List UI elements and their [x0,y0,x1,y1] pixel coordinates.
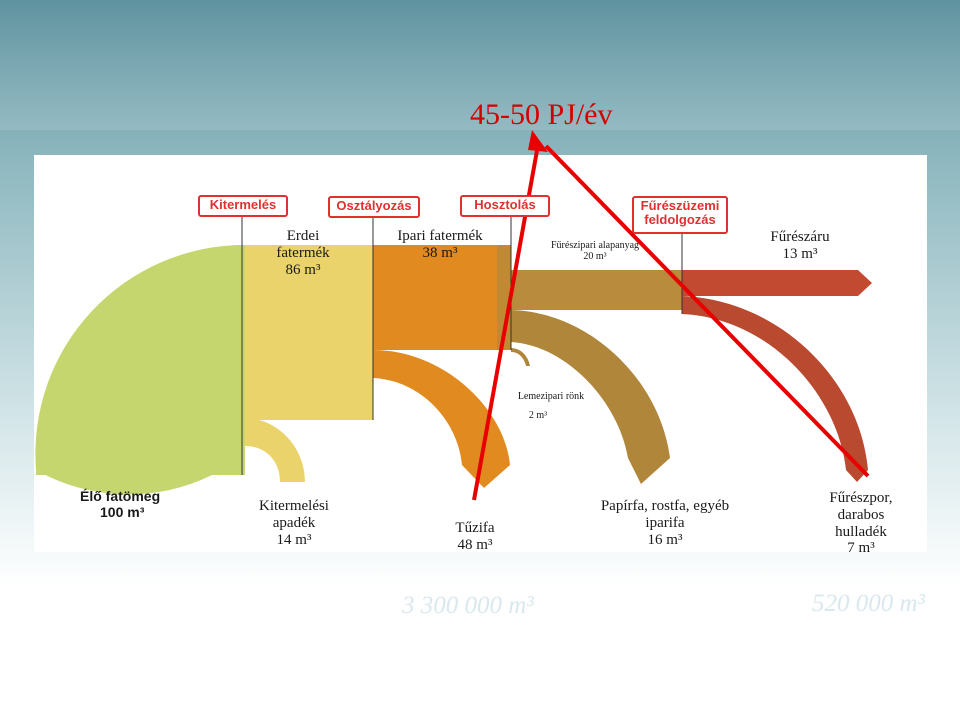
label-lemezipari-ronk-value: 2 m³ [528,410,548,421]
label-fureszpor: Fűrészpor, darabos hulladék 7 m³ [812,490,910,557]
stage-kitermeles: Kitermelés [198,195,288,217]
label-fureszipari-alapanyag-value: 20 m³ [583,251,607,263]
annotation-arrowhead [528,130,548,152]
total-left: 3 300 000 m³ [402,592,534,619]
label-fureszaru-value: 13 m³ [782,245,818,262]
flow-fureszipari-alapanyag [497,270,682,310]
annotation-line-fureszpor [544,144,870,478]
label-ipari-fatermek: Ipari fatermék 38 m³ [385,228,495,262]
label-papirfa-name: Papírfa, rostfa, egyéb iparifa [600,498,730,531]
label-fureszaru-name: Fűrészáru [770,229,830,245]
label-fureszipari-alapanyag-name: Fűrészipari alapanyag [550,240,640,251]
label-elo-fatomeg: Élő fatömeg 100 m³ [80,488,180,520]
label-fureszipari-alapanyag: Fűrészipari alapanyag 20 m³ [540,240,650,262]
label-tuzifa: Tűzifa 48 m³ [440,520,510,554]
stage-hosztolas: Hosztolás [460,195,550,217]
label-fureszpor-name: Fűrészpor, darabos hulladék [829,490,893,540]
label-lemezipari-ronk-name: Lemezipari rönk [517,391,585,402]
label-tuzifa-name: Tűzifa [455,520,495,536]
label-tuzifa-value: 48 m³ [457,536,493,553]
label-elo-fatomeg-value: 100 m³ [100,503,145,520]
label-erdei-fatermek-name: Erdei fatermék [276,228,330,261]
total-right: 520 000 m³ [812,590,926,617]
flow-lemezipari-ronk-arc [511,348,530,366]
flow-papirfa-arc [511,310,670,484]
flow-erdei-fatermek [245,245,373,420]
label-kitermelesi-apadek: Kitermelési apadék 14 m³ [244,498,344,548]
flow-fureszaru-arrow [682,270,872,296]
label-fureszaru: Fűrészáru 13 m³ [755,229,845,263]
label-fureszpor-value: 7 m³ [847,540,875,557]
label-erdei-fatermek: Erdei fatermék 86 m³ [268,228,338,278]
slide-background-shine [0,0,960,130]
label-elo-fatomeg-name: Élő fatömeg [80,488,161,504]
flow-fureszpor-arc [682,296,868,482]
label-papirfa-value: 16 m³ [647,531,683,548]
label-ipari-fatermek-value: 38 m³ [422,244,458,261]
stage-fureszuzemi: Fűrészüzemi feldolgozás [632,196,728,234]
label-ipari-fatermek-name: Ipari fatermék [397,228,483,244]
label-kitermelesi-apadek-value: 14 m³ [276,531,312,548]
headline-energy: 45-50 PJ/év [470,98,613,131]
stage-osztalyozas: Osztályozás [328,196,420,218]
flow-ipari-fatermek [373,245,497,350]
flow-tuzifa-arc [373,350,510,488]
label-papirfa: Papírfa, rostfa, egyéb iparifa 16 m³ [600,498,730,548]
flow-green-quarter [36,245,245,475]
label-kitermelesi-apadek-name: Kitermelési apadék [259,498,329,531]
label-erdei-fatermek-value: 86 m³ [285,261,321,278]
flow-kitermelesi-apadek-arc [245,418,305,482]
